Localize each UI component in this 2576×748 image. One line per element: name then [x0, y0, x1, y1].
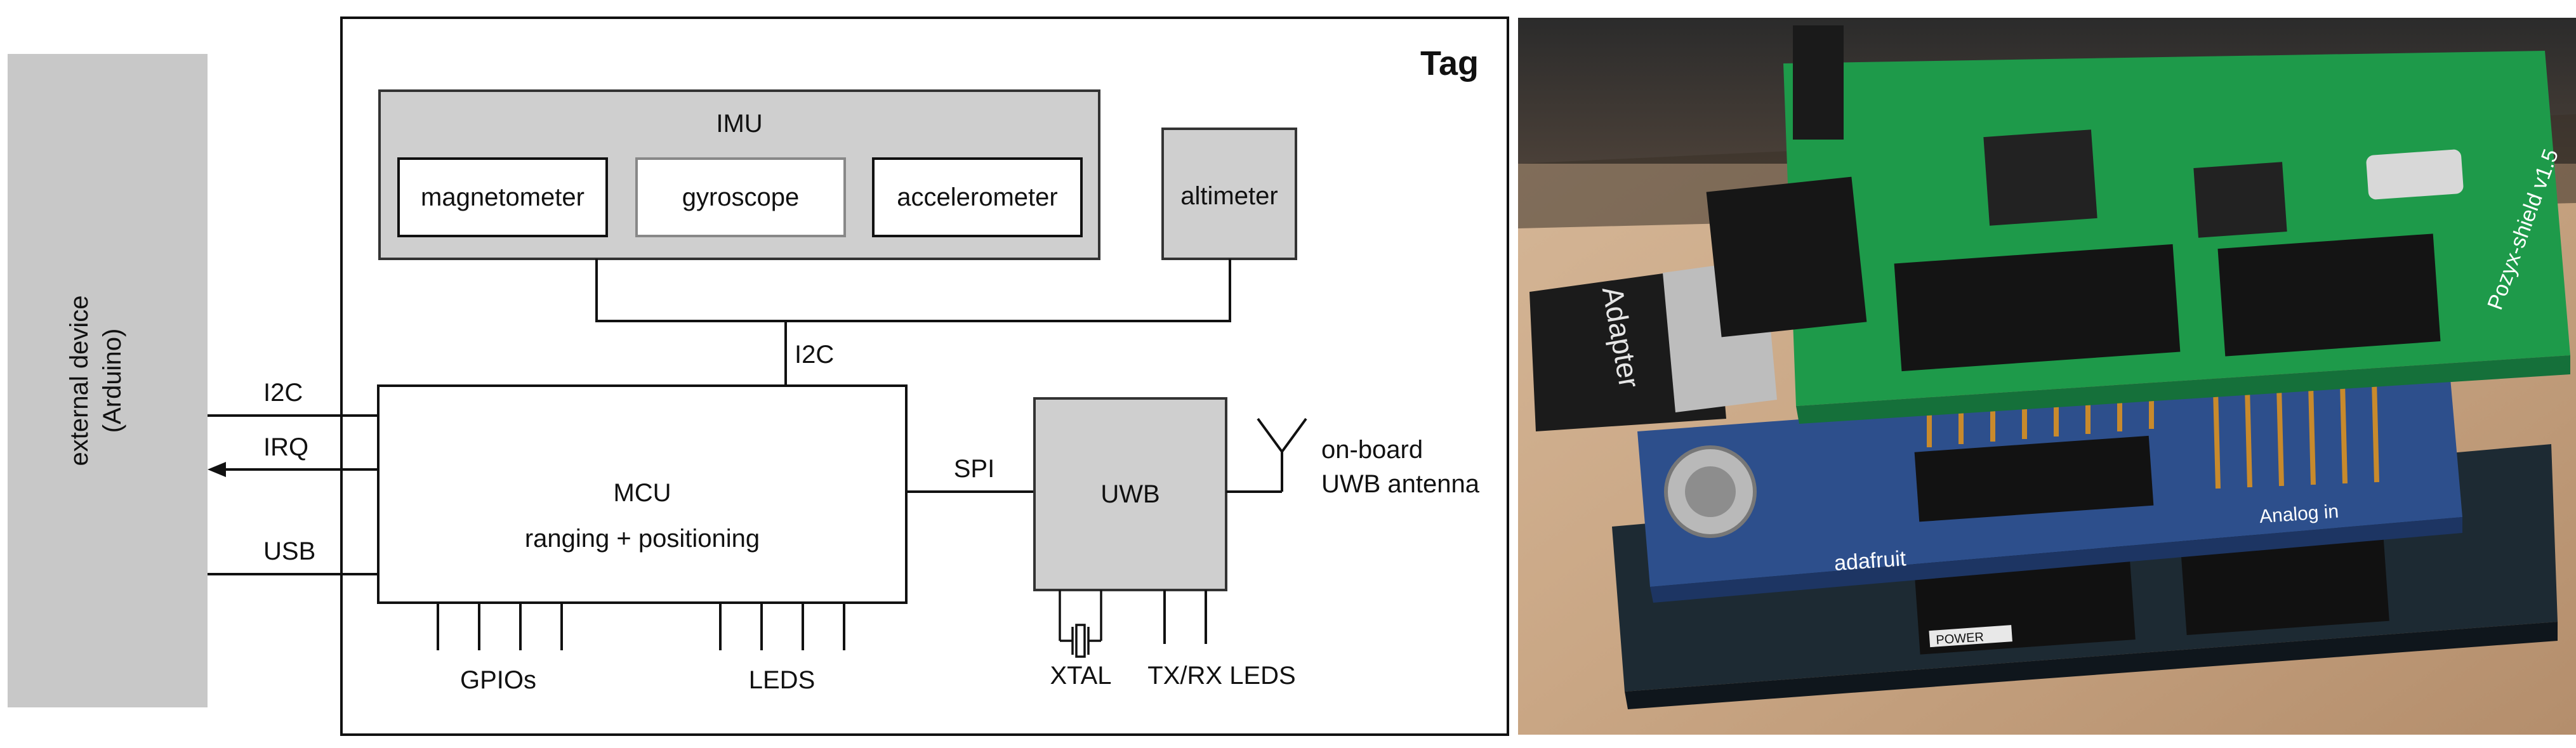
- mcu-chip: [1983, 129, 2097, 226]
- tag-frame: Tag: [340, 16, 1509, 736]
- pozyx-header-left: [1894, 244, 2181, 372]
- uwb-block: UWB: [1033, 397, 1227, 591]
- altimeter-block: altimeter: [1161, 128, 1297, 260]
- dc-jack: [1706, 176, 1867, 338]
- adafruit-label: adafruit: [1833, 546, 1907, 575]
- magnetometer-block: [397, 157, 608, 237]
- power-header-label: [1929, 625, 2012, 648]
- signal-label-irq: IRQ: [263, 433, 308, 461]
- xtal-icon: [1059, 590, 1102, 658]
- leds-label: LEDS: [749, 666, 816, 694]
- imu-block: IMU magnetometer gyroscope accelerometer: [378, 89, 1100, 260]
- antenna-label-line2: UWB antenna: [1321, 470, 1480, 498]
- adafruit-shield: adafruit Analog in: [1637, 371, 2462, 603]
- pozyx-header-right: [2217, 233, 2441, 357]
- txrx-pins: [1163, 590, 1207, 644]
- irq-arrowhead: [208, 462, 226, 477]
- accelerometer-block: [872, 157, 1083, 237]
- top-connector: [1793, 25, 1844, 140]
- mcu-pins: [437, 603, 845, 650]
- mcu-block: MCU ranging + positioning: [377, 384, 908, 604]
- mcu-subtitle: ranging + positioning: [525, 525, 760, 553]
- pozyx-shield: Pozyx-shield v1.5: [1706, 25, 2570, 424]
- xtal-label: XTAL: [1050, 662, 1111, 690]
- altimeter-label: altimeter: [1180, 182, 1278, 210]
- crystal-can: [2366, 149, 2464, 200]
- txrx-leds-label: TX/RX LEDS: [1147, 662, 1295, 690]
- uwb-label: UWB: [1100, 480, 1159, 508]
- block-diagram: external device (Arduino) Tag IMU magnet…: [8, 16, 1509, 736]
- spi-label: SPI: [954, 455, 994, 483]
- mcu-title: MCU: [613, 479, 671, 507]
- gyroscope-block: [635, 157, 846, 237]
- accelerometer-label: accelerometer: [897, 183, 1057, 211]
- external-device-label: external device: [65, 295, 93, 466]
- magnetometer-label: magnetometer: [421, 183, 585, 211]
- imu-title: IMU: [716, 110, 762, 138]
- signal-label-i2c: I2C: [263, 379, 303, 407]
- power-label: POWER: [1936, 630, 1985, 647]
- hardware-photo: POWER adafruit Analog in: [1517, 0, 2576, 748]
- external-signal-lines: [208, 414, 378, 575]
- gpios-label: GPIOs: [460, 666, 536, 694]
- signal-label-usb: USB: [263, 537, 315, 565]
- gyroscope-label: gyroscope: [682, 183, 800, 211]
- external-device-block: external device (Arduino): [8, 54, 208, 707]
- antenna-icon: [1226, 417, 1307, 493]
- tag-title: Tag: [1420, 44, 1479, 82]
- i2c-bus: [595, 259, 1231, 386]
- antenna-label-line1: on-board: [1321, 436, 1423, 464]
- external-device-sublabel: (Arduino): [98, 329, 126, 433]
- uwb-module: [2193, 162, 2287, 238]
- i2c-bus-label: I2C: [795, 341, 834, 369]
